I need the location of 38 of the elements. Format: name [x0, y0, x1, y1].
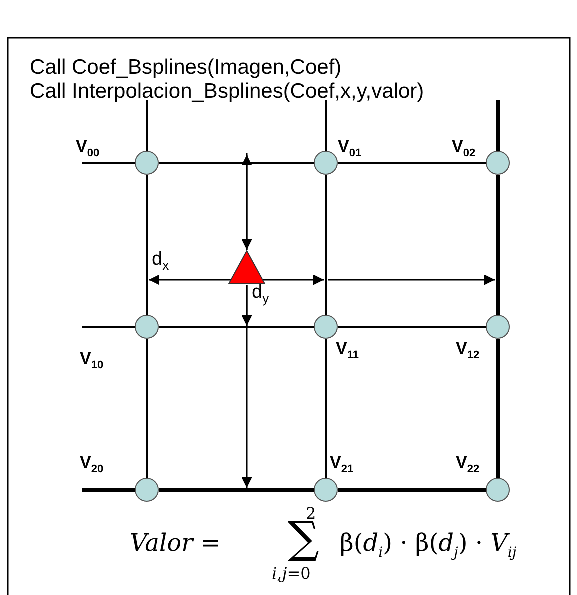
grid-point-circle	[486, 478, 510, 502]
grid-line	[146, 175, 148, 315]
vertex-label: V$_{12}$	[456, 340, 480, 362]
grid-point-circle	[314, 478, 338, 502]
grid-point-circle	[314, 151, 338, 175]
grid-line	[159, 162, 314, 164]
vertex-label: V$_{10}$	[80, 350, 104, 372]
vertex-label: V$_{00}$	[76, 138, 100, 160]
interpolation-point-triangle	[228, 250, 266, 285]
vertex-label: V$_{20}$	[80, 454, 104, 476]
grid-point-circle	[135, 151, 159, 175]
grid-point-circle	[486, 151, 510, 175]
grid-line	[338, 162, 486, 164]
grid-line	[146, 339, 148, 478]
grid-line	[159, 488, 314, 492]
dimension-label: d$_{x}$	[152, 250, 170, 274]
dimension-label: d$_{y}$	[252, 283, 270, 306]
grid-line	[159, 326, 314, 328]
grid-line	[338, 488, 486, 492]
grid-line	[496, 175, 500, 315]
vertex-label: V$_{11}$	[336, 340, 359, 362]
sum-lower-limit: i,j=0	[272, 565, 311, 583]
formula-text: Valor =	[130, 530, 221, 556]
grid-point-circle	[314, 315, 338, 339]
grid-point-circle	[486, 315, 510, 339]
vertex-label: V$_{21}$	[330, 454, 354, 476]
code-line: Call Interpolacion_Bsplines(Coef,x,y,valor)	[30, 80, 424, 104]
code-line: Call Coef_Bsplines(Imagen,Coef)	[30, 56, 342, 80]
vertex-label: V$_{22}$	[456, 454, 480, 476]
grid-point-circle	[135, 478, 159, 502]
grid-line	[325, 175, 327, 315]
vertex-label: V$_{02}$	[452, 138, 476, 160]
grid-line	[325, 339, 327, 478]
grid-point-circle	[135, 315, 159, 339]
grid-line	[338, 326, 486, 328]
formula-text: β(d$_{i}$) · β(d$_{j}$) · V$_{ij}$	[340, 530, 517, 562]
grid-line	[496, 339, 500, 478]
vertex-label: V$_{01}$	[338, 138, 362, 160]
